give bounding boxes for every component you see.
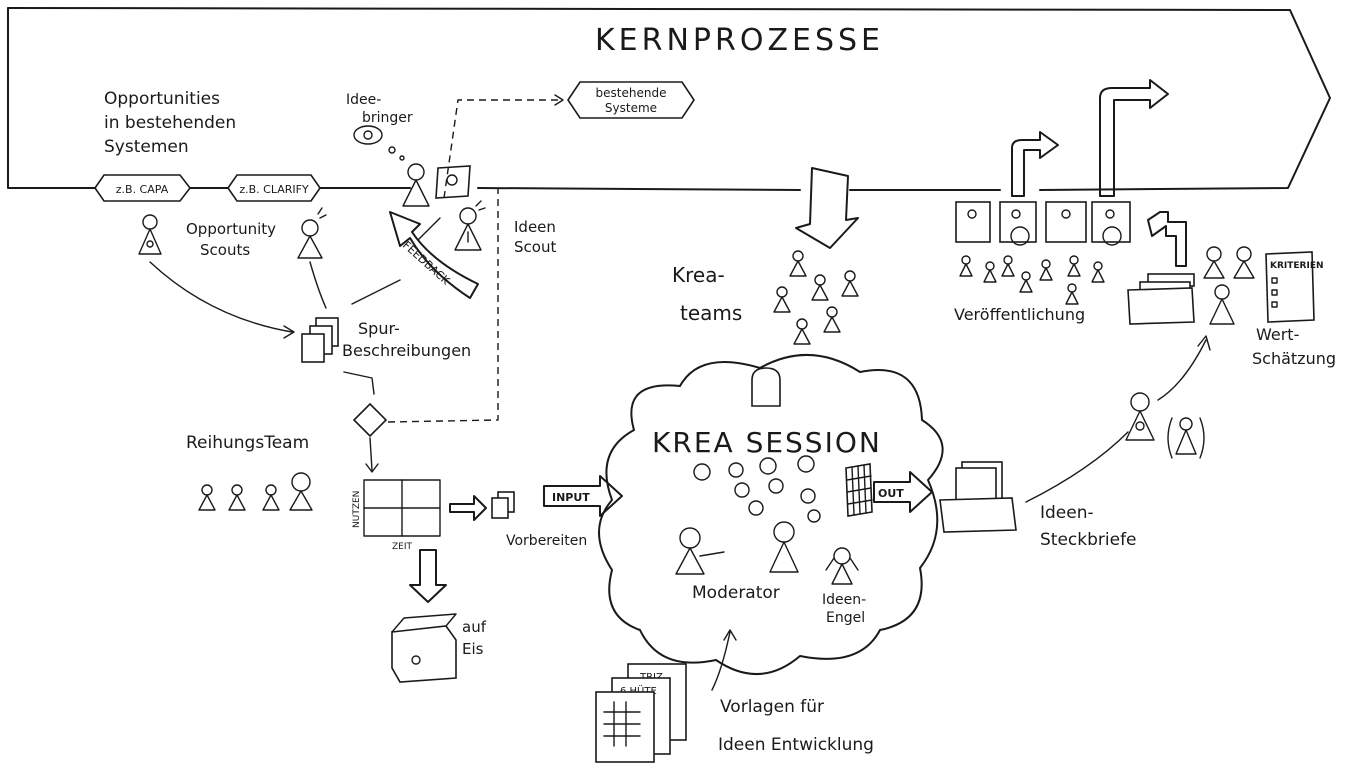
output-arrow: OUT — [873, 471, 933, 513]
output-grid-icon — [845, 463, 873, 517]
ranking-team-label: ReihungsTeam — [186, 433, 309, 453]
return-arrow — [1147, 211, 1187, 267]
krea-session-title: KREA SESSION — [652, 426, 882, 459]
participant-figure — [769, 521, 799, 573]
track-documents-icon — [301, 317, 339, 363]
down-arrow — [409, 549, 447, 603]
opportunity-scout-figure-2 — [297, 207, 327, 259]
idea-profiles-tray — [939, 461, 1017, 533]
moderator-figure — [675, 527, 725, 575]
feedback-label: FEEDBACK — [400, 239, 453, 288]
matrix-y-axis-label: NUTZEN — [352, 491, 362, 528]
arrow-to-tracks — [351, 279, 401, 305]
thought-dot — [399, 155, 405, 161]
publication-label: Veröffentlichung — [954, 305, 1085, 324]
arrow-to-valuation — [1157, 339, 1207, 401]
on-ice-label: auf Eis — [462, 618, 491, 658]
idea-bulbs-cluster — [693, 455, 821, 523]
svg-text:Systeme: Systeme — [605, 101, 657, 115]
evaluator-figure — [1125, 392, 1155, 441]
idea-angel-label: Ideen- Engel — [822, 592, 871, 626]
feedback-arrow — [389, 211, 479, 299]
input-arrow: INPUT — [543, 475, 623, 517]
clarify-system-hexagon: z.B. CLARIFY — [227, 174, 321, 202]
arrow-from-templates — [711, 631, 731, 691]
krea-team-figures — [773, 250, 859, 345]
core-process-title: KERNPROZESSE — [595, 23, 884, 58]
decision-diamond — [352, 402, 388, 438]
dashed-path-up — [387, 188, 499, 423]
matrix-x-axis-label: ZEIT — [392, 542, 413, 552]
krea-session-cloud — [598, 353, 944, 675]
up-arrow-1 — [1011, 131, 1059, 197]
arrow-to-decision — [343, 371, 375, 395]
svg-text:bestehende: bestehende — [596, 86, 667, 100]
idea-bringer-figure — [402, 163, 430, 207]
opportunity-scout-figure-1 — [138, 214, 162, 255]
exchange-arrow — [417, 217, 441, 241]
criteria-sheet: KRITERIEN — [1265, 251, 1324, 323]
dashed-path-to-systems — [443, 99, 560, 199]
arrowhead — [554, 94, 564, 106]
svg-text:z.B. CLARIFY: z.B. CLARIFY — [239, 183, 309, 196]
track-descriptions-label: Spur- Beschreibungen — [342, 319, 471, 360]
valuation-label: Wert- Schätzung — [1252, 325, 1336, 368]
arrowhead — [283, 325, 295, 339]
ranking-team-figures — [198, 472, 313, 511]
idea-scout-label: Ideen Scout — [514, 218, 561, 256]
idea-profiles-label: Ideen- Steckbriefe — [1040, 503, 1137, 550]
right-arrow — [449, 495, 487, 521]
idea-bringer-label: Idee- bringer — [346, 92, 413, 126]
opportunities-heading: Opportunities in bestehenden Systemen — [104, 89, 242, 157]
opportunity-scouts-label: Opportunity Scouts — [186, 220, 281, 259]
capa-system-hexagon: z.B. CAPA — [94, 174, 192, 202]
thought-bubble — [353, 125, 383, 145]
svg-text:OUT: OUT — [878, 487, 904, 500]
svg-text:z.B. CAPA: z.B. CAPA — [116, 183, 169, 196]
prepare-documents-icon — [491, 491, 515, 519]
templates-stack: TRIZ 6 HÜTE — [595, 663, 687, 763]
thought-dot — [388, 146, 396, 154]
valuation-team-figures — [1203, 246, 1255, 325]
arrowhead — [723, 629, 737, 641]
arrowhead — [365, 463, 379, 473]
ice-box-icon — [391, 613, 457, 683]
idea-bulb-icon — [363, 130, 373, 140]
krea-teams-arrow — [795, 167, 859, 249]
moderator-label: Moderator — [692, 583, 780, 603]
existing-systems-hexagon: bestehende Systeme — [567, 81, 695, 119]
idea-card — [435, 165, 471, 199]
core-process-arrow — [7, 7, 1331, 191]
arrow-to-tracks — [309, 261, 327, 309]
arrowhead — [1197, 335, 1211, 351]
candidate-figure-in-brackets — [1167, 417, 1205, 459]
up-arrow-2 — [1099, 79, 1169, 197]
svg-text:KRITERIEN: KRITERIEN — [1270, 261, 1324, 271]
krea-teams-label: Krea- teams — [672, 263, 742, 325]
templates-label: Vorlagen für Ideen Entwicklung — [718, 697, 874, 755]
arrow-to-matrix — [369, 437, 373, 471]
arrow-to-tracks — [149, 261, 293, 333]
prioritization-matrix — [363, 479, 441, 537]
published-ideas-cards — [955, 201, 1131, 246]
svg-text:INPUT: INPUT — [552, 491, 590, 504]
valuation-folder-stack — [1127, 273, 1195, 325]
prepare-label: Vorbereiten — [506, 533, 587, 549]
idea-angel-figure — [825, 547, 859, 585]
arrow-to-evaluator — [1025, 431, 1129, 503]
publication-audience — [959, 255, 1105, 305]
idea-scout-figure — [454, 200, 486, 251]
